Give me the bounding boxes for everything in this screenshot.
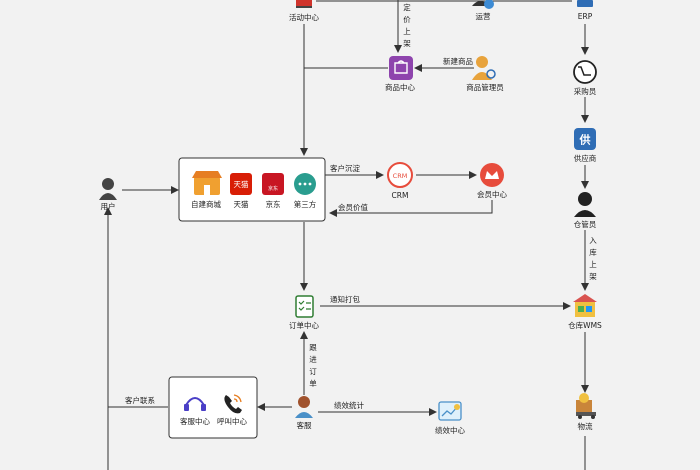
svg-text:订: 订 — [309, 366, 317, 376]
node-operations[interactable]: 运营 — [472, 0, 494, 21]
edge-label-new-product: 新建商品 — [443, 56, 473, 66]
edge-label-customer-contact: 客户联系 — [125, 395, 155, 405]
admin-icon — [476, 56, 488, 68]
node-warehouse-wms[interactable]: 仓库WMS — [568, 294, 602, 330]
svg-text:用户: 用户 — [101, 201, 116, 211]
node-logistics[interactable]: 物流 — [576, 393, 596, 431]
svg-text:CRM: CRM — [392, 191, 409, 200]
svg-text:上: 上 — [589, 260, 597, 269]
svg-text:仓库WMS: 仓库WMS — [568, 320, 602, 330]
user-icon — [102, 178, 114, 190]
jd-icon — [262, 173, 284, 195]
svg-text:单: 单 — [309, 378, 317, 388]
node-performance-center[interactable]: 绩效中心 — [435, 401, 465, 435]
worker-icon — [578, 192, 592, 206]
svg-text:商品中心: 商品中心 — [385, 82, 415, 92]
node-warehouse-admin[interactable]: 仓管员 — [574, 192, 597, 229]
node-customer-service[interactable]: 客服 — [295, 396, 313, 430]
edge-label-pricing: 定 价 上 架 — [403, 2, 411, 48]
channel-tmall[interactable]: 天猫 天猫 — [230, 173, 252, 209]
erp-icon — [577, 0, 593, 7]
megaphone-icon — [296, 0, 312, 6]
edge-label-customer-deposit: 客户沉淀 — [330, 163, 360, 173]
channel-third-party[interactable]: 第三方 — [294, 173, 317, 209]
svg-text:仓管员: 仓管员 — [574, 219, 597, 229]
svg-text:绩效中心: 绩效中心 — [435, 425, 465, 435]
node-activity-center[interactable]: 活动中心 — [289, 0, 319, 22]
svg-text:ERP: ERP — [578, 12, 593, 21]
cart-icon — [573, 60, 597, 84]
headset-icon — [185, 397, 205, 406]
svg-text:呼叫中心: 呼叫中心 — [217, 416, 247, 426]
node-call-center[interactable]: 呼叫中心 — [217, 394, 247, 426]
node-user[interactable]: 用户 — [99, 178, 117, 211]
svg-text:运营: 运营 — [476, 11, 491, 21]
svg-text:架: 架 — [589, 272, 597, 281]
svg-text:活动中心: 活动中心 — [289, 12, 319, 22]
svg-text:自建商城: 自建商城 — [191, 199, 221, 209]
crm-icon — [387, 162, 413, 188]
svg-text:定: 定 — [403, 2, 411, 12]
svg-text:进: 进 — [309, 355, 317, 364]
checklist-icon — [295, 295, 314, 318]
svg-text:天猫: 天猫 — [234, 199, 249, 209]
node-member-center[interactable]: 会员中心 — [477, 163, 507, 199]
node-order-center[interactable]: 订单中心 — [289, 295, 319, 330]
node-product-center[interactable]: 商品中心 — [385, 56, 415, 92]
edge-member-value — [329, 200, 493, 217]
svg-text:供: 供 — [579, 133, 591, 147]
svg-text:CRM: CRM — [393, 172, 408, 180]
svg-text:京东: 京东 — [268, 185, 278, 192]
supplier-icon — [574, 128, 596, 150]
svg-text:客服: 客服 — [297, 420, 312, 430]
edge-label-notify-print: 通知打包 — [330, 294, 360, 304]
svg-text:商品管理员: 商品管理员 — [466, 82, 504, 92]
svg-text:京东: 京东 — [266, 199, 281, 209]
node-supplier[interactable]: 供 供应商 — [574, 128, 597, 163]
node-crm[interactable]: CRM CRM — [387, 162, 413, 200]
edge-label-follow-order: 跟 进 订 单 — [309, 343, 317, 388]
warehouse-icon — [573, 294, 597, 302]
service-box — [168, 376, 258, 439]
edge-label-stock-in: 入 库 上 架 — [589, 236, 597, 281]
product-icon — [389, 56, 413, 80]
svg-text:会员中心: 会员中心 — [477, 189, 507, 199]
channel-own-mall[interactable]: 自建商城 — [191, 171, 222, 209]
edge-label-performance-stats: 绩效统计 — [334, 400, 364, 410]
svg-text:客服中心: 客服中心 — [180, 416, 210, 426]
node-procurement[interactable]: 采购员 — [573, 60, 597, 96]
svg-text:上: 上 — [403, 27, 411, 36]
svg-text:入: 入 — [589, 236, 597, 245]
svg-text:订单中心: 订单中心 — [289, 320, 319, 330]
tmall-icon — [230, 173, 252, 195]
svg-text:采购员: 采购员 — [574, 86, 597, 96]
node-cs-center[interactable]: 客服中心 — [180, 397, 210, 426]
svg-text:天猫: 天猫 — [234, 179, 249, 189]
svg-text:第三方: 第三方 — [294, 199, 317, 209]
edge-label-member-value: 会员价值 — [338, 202, 368, 212]
node-product-admin[interactable]: 商品管理员 — [466, 56, 504, 92]
svg-text:供应商: 供应商 — [574, 153, 597, 163]
crown-icon — [480, 163, 504, 187]
agent-icon — [298, 396, 310, 408]
svg-text:库: 库 — [589, 247, 597, 257]
channel-jd[interactable]: 京东 京东 — [262, 173, 284, 209]
svg-text:跟: 跟 — [309, 343, 317, 352]
svg-text:物流: 物流 — [578, 421, 593, 431]
delivery-icon — [576, 400, 592, 412]
svg-text:架: 架 — [403, 39, 411, 48]
svg-text:价: 价 — [403, 15, 411, 24]
node-erp[interactable]: ERP — [577, 0, 593, 21]
settings-badge-icon — [484, 0, 494, 9]
phone-icon — [224, 395, 242, 414]
